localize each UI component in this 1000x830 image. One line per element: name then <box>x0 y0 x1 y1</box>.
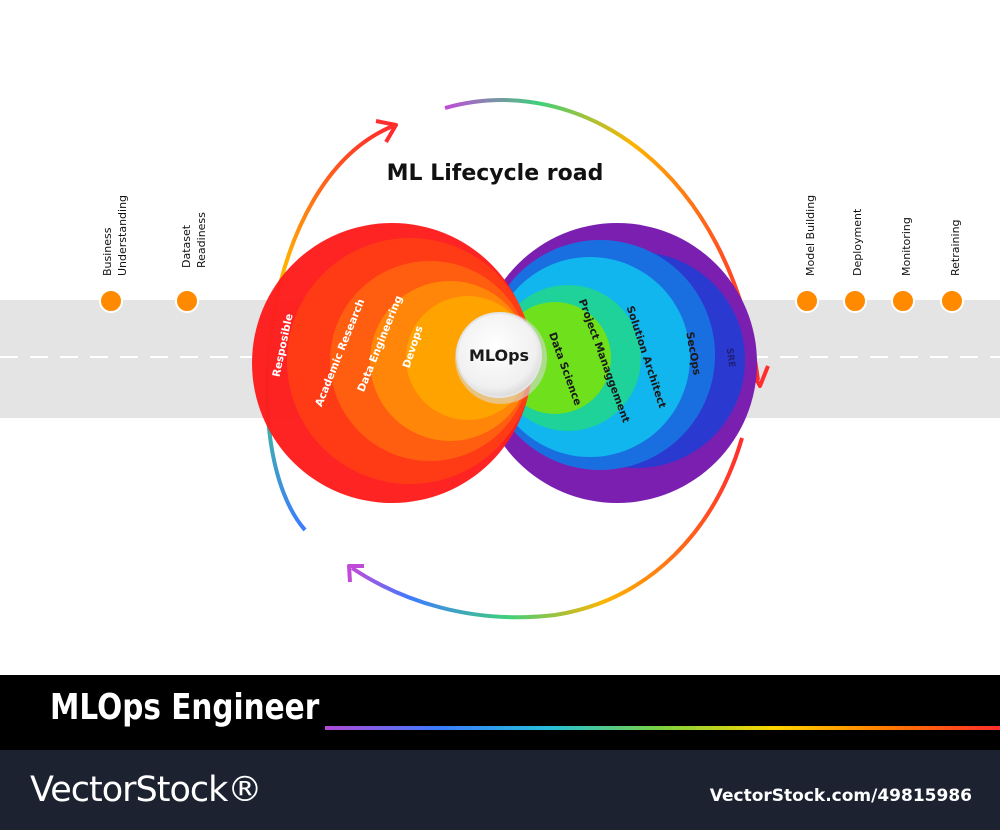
mlops-hub: MLOps <box>455 312 547 404</box>
gradient-rule <box>325 726 1000 730</box>
milestone-label-line-1: Dataset <box>180 224 193 268</box>
milestone-dot <box>795 289 819 313</box>
stock-id: VectorStock.com/49815986 <box>709 786 972 806</box>
milestone-dot <box>940 289 964 313</box>
hub-label: MLOps <box>469 346 529 365</box>
footer-bar: VectorStock® VectorStock.com/49815986 <box>0 750 1000 830</box>
banner-title: MLOps Engineer <box>50 687 320 728</box>
milestone-retraining: Retraining <box>940 219 964 313</box>
milestone-label: Monitoring <box>900 217 913 276</box>
milestone-dataset-readiness: Dataset Readiness <box>175 212 208 313</box>
milestone-deployment: Deployment <box>843 208 867 313</box>
milestone-business-understanding: Business Understanding <box>99 195 129 313</box>
milestone-dot <box>99 289 123 313</box>
ring-label-sre: SRE <box>724 347 737 368</box>
milestone-label: Retraining <box>949 219 962 276</box>
milestone-label: Deployment <box>851 208 864 276</box>
milestone-dot <box>175 289 199 313</box>
milestone-label-line-1: Business <box>101 227 114 276</box>
milestone-dot <box>891 289 915 313</box>
milestone-label-line-2: Understanding <box>116 195 129 276</box>
brand-logo: VectorStock® <box>30 770 262 810</box>
title-banner: MLOps Engineer <box>0 675 1000 750</box>
svg-text:Business Understanding: Business Understanding <box>101 195 129 276</box>
svg-text:Dataset Readiness: Dataset Readiness <box>180 212 208 268</box>
milestone-monitoring: Monitoring <box>891 217 915 313</box>
diagram-heading: ML Lifecycle road <box>387 161 604 186</box>
milestone-model-building: Model Building <box>795 195 819 313</box>
milestone-label-line-2: Readiness <box>195 212 208 268</box>
milestone-label: Model Building <box>804 195 817 276</box>
milestone-dot <box>843 289 867 313</box>
right-ring-group <box>477 223 757 503</box>
